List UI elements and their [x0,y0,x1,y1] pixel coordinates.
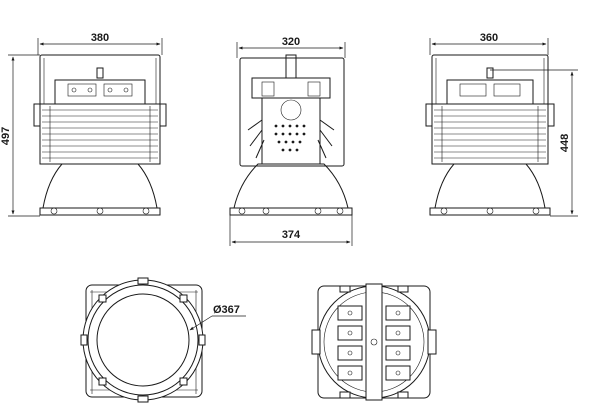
dim-label-320: 320 [282,36,300,48]
top-view [311,283,437,401]
dim-side-width: 320 [236,36,346,58]
heatsink-dots [274,124,306,152]
dim-label-374: 374 [282,229,301,241]
dim-label-448: 448 [559,134,571,152]
dim-label-367: Ø367 [213,304,240,316]
dim-rear-width: 360 [429,32,549,55]
front-view: 380 497 [0,32,167,217]
dim-reflector-diameter: Ø367 [189,304,246,331]
dim-front-height: 497 [0,54,40,217]
dim-reflector-width: 374 [229,214,353,246]
bottom-view: Ø367 [80,277,246,403]
dim-label-497: 497 [0,127,12,145]
dim-label-360: 360 [480,32,498,44]
dim-front-width: 380 [37,32,163,55]
side-view: 320 374 [229,36,353,246]
dim-rear-height: 448 [490,69,578,217]
dim-label-380: 380 [91,32,109,44]
rear-view: 360 448 [425,32,578,217]
